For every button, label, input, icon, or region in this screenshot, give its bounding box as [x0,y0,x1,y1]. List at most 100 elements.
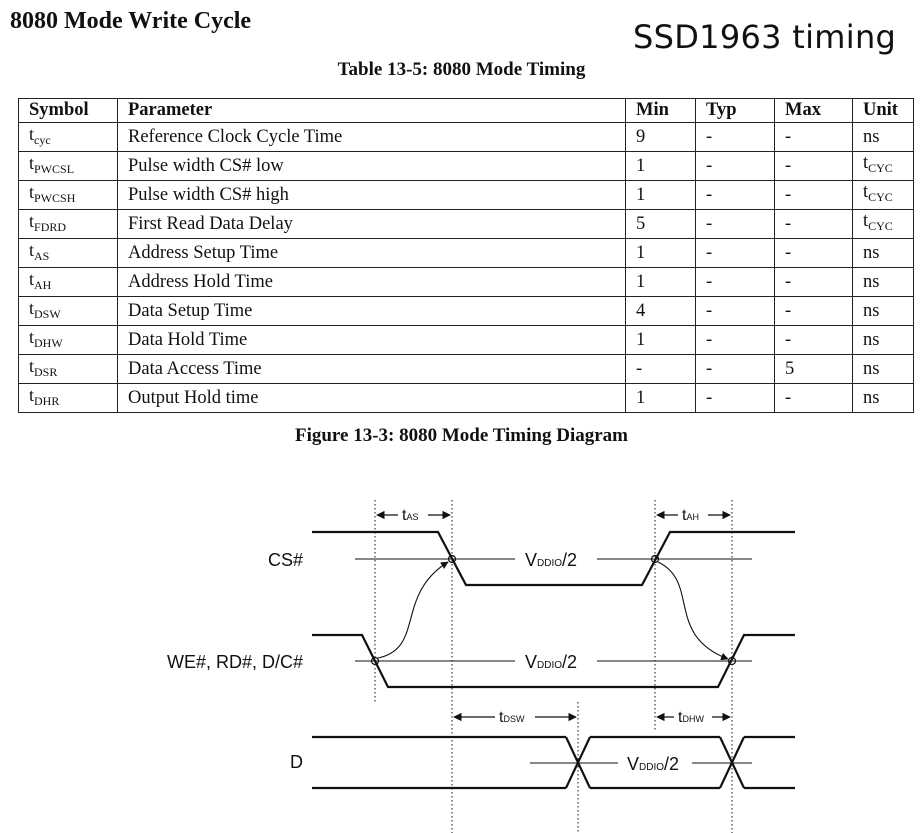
symbol-cell-subscript: FDRD [34,219,67,234]
cs-signal-label: CS# [268,550,303,570]
tdsw-label: tDSW [499,709,525,726]
symbol-cell-text: t [29,239,35,260]
unit-cell: ns [852,382,914,413]
timing-diagram: CS# VDDIO/2 tAS tAH WE#, RD#, D/C# VDDIO… [167,500,795,833]
max-cell-text: 5 [785,358,795,379]
unit-cell-text: ns [863,242,880,263]
symbol-cell: tDHW [18,324,118,355]
max-cell-text: - [785,213,792,234]
parameter-cell: Pulse width CS# high [117,179,626,210]
typ-cell: - [695,121,775,152]
symbol-cell: tPWCSL [18,150,118,181]
symbol-cell-text: t [29,384,35,405]
symbol-cell-text: t [29,210,35,231]
max-cell-text: - [785,242,792,263]
parameter-cell: Address Hold Time [117,266,626,297]
parameter-cell-text: Address Setup Time [128,242,279,263]
parameter-cell: Pulse width CS# low [117,150,626,181]
cs-rise-point [650,554,660,564]
figure-caption: Figure 13-3: 8080 Mode Timing Diagram [294,425,628,446]
symbol-cell-text: t [29,152,35,173]
symbol-cell-subscript: DHW [34,335,63,350]
min-cell: 4 [625,295,696,326]
causal-arrow-setup [377,561,449,659]
min-cell-text: 1 [636,387,646,408]
symbol-cell-text: t [29,326,35,347]
max-cell: - [774,208,853,239]
parameter-cell-text: Data Access Time [128,358,262,379]
max-cell-text: - [785,300,792,321]
max-cell-text: - [785,387,792,408]
symbol-cell: tDSR [18,353,118,384]
unit-cell: ns [852,324,914,355]
unit-cell: ns [852,121,914,152]
symbol-cell-text: t [29,268,35,289]
max-cell: - [774,150,853,181]
header-min: Min [625,98,696,123]
parameter-cell: Output Hold time [117,382,626,413]
typ-cell: - [695,295,775,326]
max-cell-text: - [785,155,792,176]
unit-cell-text: ns [863,126,880,147]
typ-cell: - [695,179,775,210]
unit-cell: ns [852,237,914,268]
min-cell: 5 [625,208,696,239]
parameter-cell-text: Address Hold Time [128,271,273,292]
unit-cell: ns [852,295,914,326]
d-vddio-label: VDDIO/2 [627,754,679,774]
we-vddio-label: VDDIO/2 [525,652,577,672]
parameter-cell-text: First Read Data Delay [128,213,293,234]
we-rise-point [727,656,737,666]
min-cell-text: 1 [636,329,646,350]
cs-waveform [312,530,795,587]
tas-label: tAS [402,507,418,524]
symbol-cell: tAH [18,266,118,297]
min-cell-text: 1 [636,271,646,292]
typ-cell-text: - [706,300,713,321]
symbol-cell-subscript: DSR [34,364,58,379]
min-cell: 1 [625,237,696,268]
header-parameter: Parameter [117,98,626,123]
min-cell: 1 [625,266,696,297]
max-cell: - [774,179,853,210]
causal-arrow-hold [657,561,729,661]
unit-cell-text: ns [863,387,880,408]
typ-cell-text: - [706,387,713,408]
d-signal-label: D [290,752,303,772]
symbol-cell: tFDRD [18,208,118,239]
we-signal-label: WE#, RD#, D/C# [167,652,303,672]
symbol-cell-subscript: cyc [34,132,51,147]
unit-cell-text: t [863,182,869,202]
header-unit: Unit [852,98,914,123]
unit-cell-text: t [863,211,869,231]
parameter-cell-text: Reference Clock Cycle Time [128,126,343,147]
unit-cell: ns [852,353,914,384]
we-waveform [312,633,795,689]
typ-cell: - [695,237,775,268]
typ-cell-text: - [706,155,713,176]
symbol-cell: tPWCSH [18,179,118,210]
max-cell: - [774,237,853,268]
max-cell-text: - [785,126,792,147]
symbol-cell-subscript: AH [34,277,52,292]
parameter-cell: Data Hold Time [117,324,626,355]
parameter-cell-text: Output Hold time [128,387,259,408]
symbol-cell: tDHR [18,382,118,413]
symbol-cell-subscript: PWCSH [34,190,76,205]
table-header-row: Symbol Parameter Min Typ Max Unit [18,98,914,123]
min-cell-text: - [636,358,643,379]
symbol-cell-subscript: PWCSL [34,161,75,176]
parameter-cell: Data Setup Time [117,295,626,326]
timing-table: Symbol Parameter Min Typ Max Unit t cyc Re… [18,98,914,413]
symbol-cell: tDSW [18,295,118,326]
min-cell: 1 [625,179,696,210]
typ-cell-text: - [706,242,713,263]
symbol-cell-subscript: DSW [34,306,61,321]
symbol-cell-text: t [29,297,35,318]
data-waveform [312,735,795,790]
min-cell: - [625,353,696,384]
tdhw-label: tDHW [678,709,704,726]
